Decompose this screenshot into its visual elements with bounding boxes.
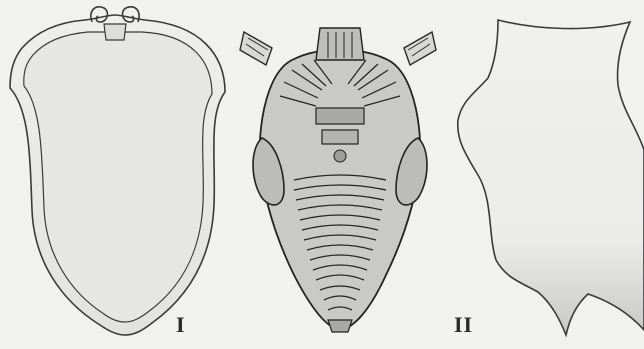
- shield-i-figure: [0, 0, 230, 349]
- horse-chamfron-armor-icon: [232, 20, 447, 340]
- pointed-shield-icon: [448, 0, 644, 349]
- scroll-top-shield-icon: [0, 0, 230, 349]
- chamfron-figure: [232, 20, 447, 340]
- figure-label-i: I: [176, 312, 186, 338]
- figure-label-ii: II: [454, 312, 473, 338]
- shield-ii-figure: [448, 0, 644, 349]
